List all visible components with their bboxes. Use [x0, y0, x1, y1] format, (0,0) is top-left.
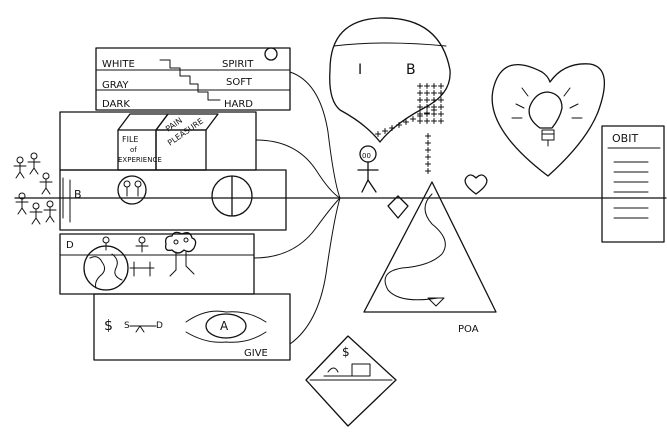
poa-triangle: POA	[363, 181, 497, 335]
lightbulb-icon	[528, 91, 563, 129]
give-panel: $ S D A GIVE	[93, 293, 291, 361]
globe-icon	[83, 245, 129, 291]
top-left-word-1: WHITE	[102, 59, 135, 70]
world-label: D	[66, 240, 74, 251]
world-panel: D	[59, 231, 255, 295]
top-right-word-2: SOFT	[226, 77, 253, 88]
balloon-right-letter: B	[406, 62, 416, 78]
eye-shape	[205, 313, 247, 339]
top-panel: WHITE GRAY DARK SPIRIT SOFT HARD	[95, 47, 291, 111]
give-dollar: $	[104, 318, 113, 334]
file-box-line-3: EXPERIENCE	[118, 156, 162, 164]
give-a-label: A	[220, 319, 229, 333]
file-panel: FILE of EXPERIENCE PAIN PLEASURE	[59, 111, 257, 171]
top-right-word-1: SPIRIT	[222, 59, 254, 70]
crosshatch-marks	[375, 83, 444, 174]
small-box-icon	[351, 363, 371, 377]
obit-box: OBIT	[601, 125, 665, 243]
left-stick-figures	[13, 152, 64, 225]
balloon: I B	[329, 17, 451, 143]
diamond-dollar: $	[342, 345, 350, 359]
triangle-label: POA	[458, 324, 479, 335]
small-heart-icon	[464, 174, 488, 195]
center-stick-figure: 00	[357, 145, 379, 193]
people-circle	[117, 175, 147, 205]
small-diamond	[387, 195, 409, 219]
top-left-word-2: GRAY	[102, 80, 129, 91]
figure-face: 00	[362, 152, 371, 160]
balloon-left-letter: I	[358, 62, 362, 78]
bottom-diamond: $	[305, 335, 397, 427]
tree-icon	[164, 231, 197, 254]
circle-icon	[264, 47, 278, 61]
give-label: GIVE	[244, 348, 268, 359]
give-d-label: D	[156, 321, 163, 331]
middle-panel: B	[59, 169, 287, 231]
file-box-line-1: FILE	[122, 135, 138, 144]
top-left-word-3: DARK	[102, 99, 130, 110]
obit-title: OBIT	[612, 132, 638, 145]
heart-with-lightbulb	[491, 63, 606, 177]
converging-curves	[253, 71, 341, 345]
top-right-word-3: HARD	[224, 99, 253, 110]
file-box-line-2: of	[130, 146, 137, 154]
give-s-label: S	[124, 321, 130, 331]
middle-label: B	[74, 188, 82, 201]
